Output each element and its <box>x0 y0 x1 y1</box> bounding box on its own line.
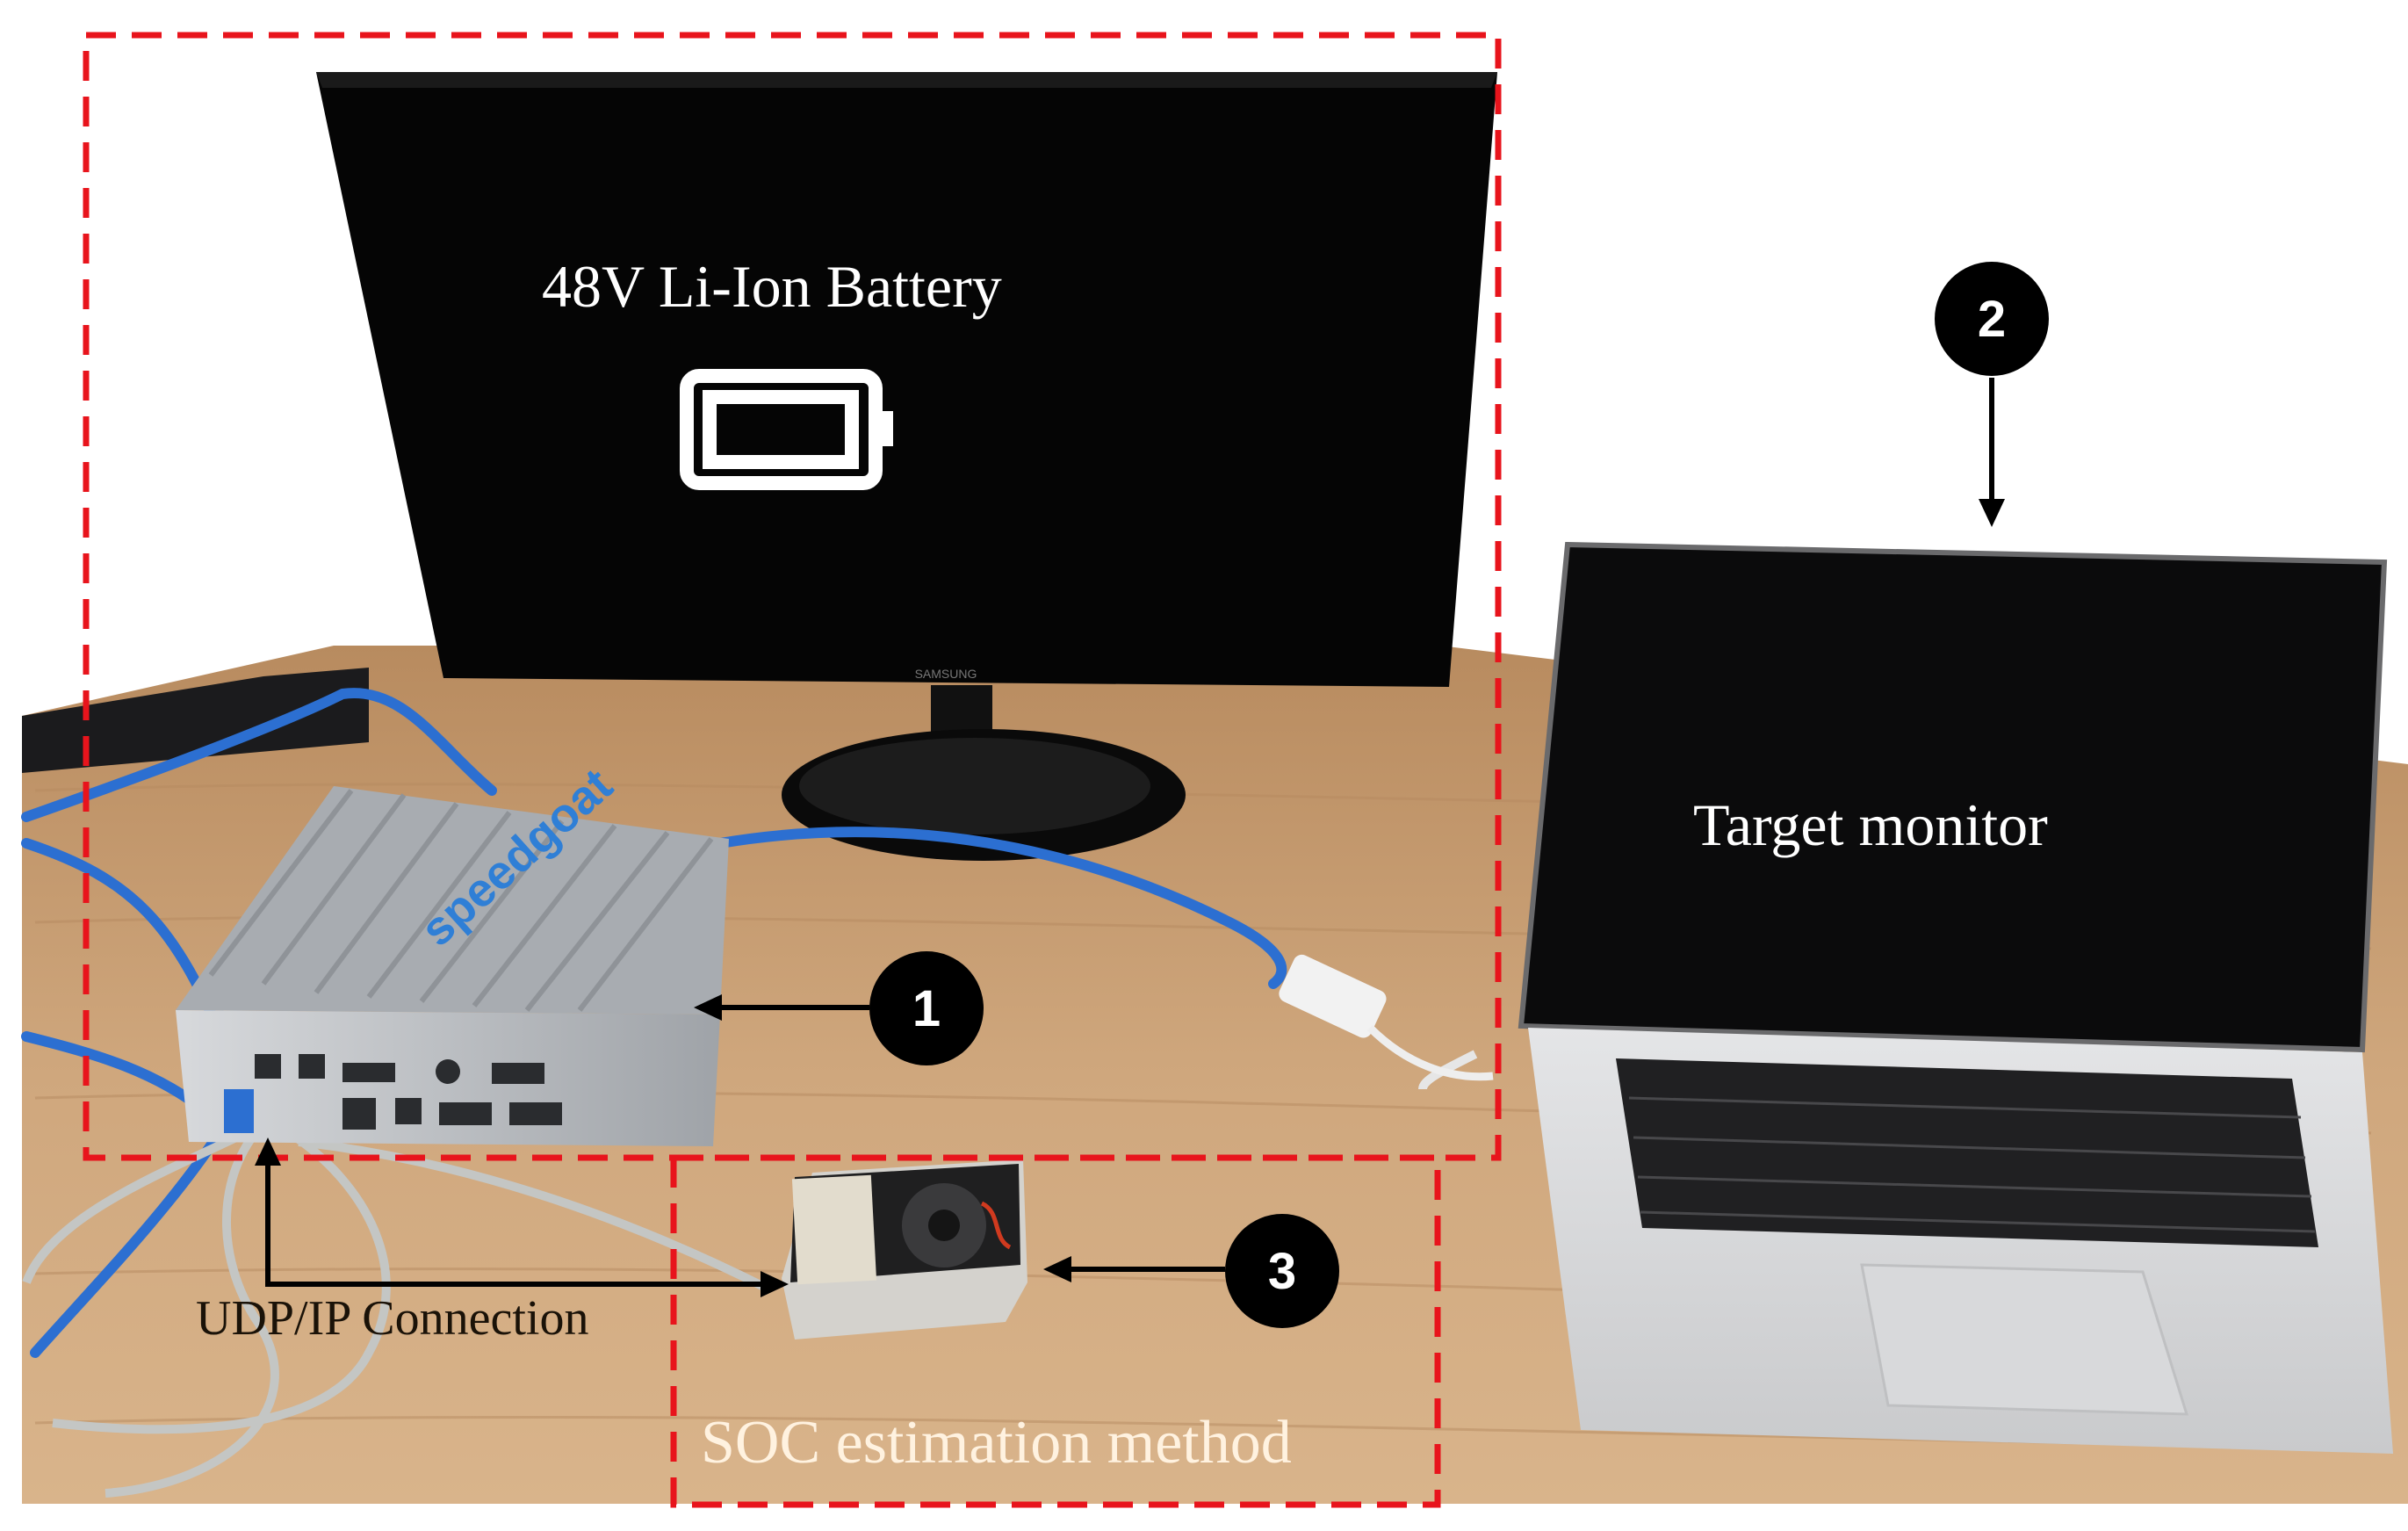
laptop <box>1418 541 2393 1454</box>
marker-2: 2 <box>1935 262 2049 376</box>
marker-1: 1 <box>869 951 984 1065</box>
background-equipment <box>22 668 369 773</box>
highlight-boxes <box>83 32 1502 1508</box>
marker-3: 3 <box>1225 1214 1339 1328</box>
soc-estimation-box <box>670 1154 1441 1508</box>
monitor: SAMSUNG <box>316 72 1497 861</box>
gray-cables <box>22 1112 767 1498</box>
battery-icon <box>680 369 893 490</box>
udp-connection-label: UDP/IP Connection <box>196 1291 589 1346</box>
ethernet-adapter <box>1279 954 1494 1081</box>
target-monitor-label: Target monitor <box>1693 791 2048 858</box>
battery-label: 48V Li-Ion Battery <box>542 253 1002 320</box>
soc-module <box>782 1159 1027 1340</box>
target-machine: speedgoat <box>176 759 729 1146</box>
soc-method-label: SOC estimation method <box>701 1409 1292 1477</box>
annotation-arrows <box>255 378 2005 1297</box>
monitor-brand-label: SAMSUNG <box>915 667 977 681</box>
battery-emulation-box <box>83 32 1502 1161</box>
